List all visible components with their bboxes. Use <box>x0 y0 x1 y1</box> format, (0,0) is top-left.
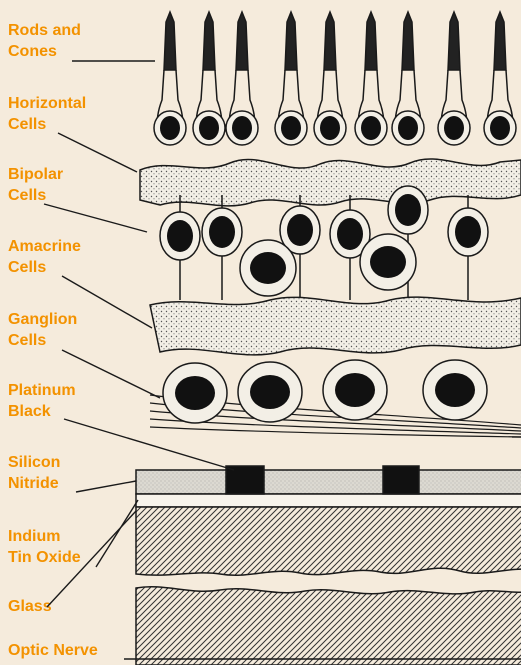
leader-ganglion <box>62 350 160 398</box>
ganglion-nucleus <box>435 373 475 407</box>
photoreceptor-nucleus <box>160 116 180 140</box>
photoreceptor-outer-segment <box>164 12 176 70</box>
platinum-black-electrode <box>383 466 419 494</box>
ito-layer <box>136 494 521 507</box>
photoreceptor-outer-segment <box>324 12 336 70</box>
photoreceptor-nucleus <box>398 116 418 140</box>
bipolar-nucleus <box>337 218 363 250</box>
ganglion-nucleus <box>175 376 215 410</box>
silicon-nitride-layer <box>136 470 521 494</box>
bipolar-nucleus <box>167 220 193 252</box>
photoreceptor-outer-segment <box>402 12 414 70</box>
leader-platinum <box>64 419 234 470</box>
photoreceptor-nucleus <box>444 116 464 140</box>
amacrine-nucleus <box>370 246 406 278</box>
leader-horizontal <box>58 133 137 172</box>
leader-silicon <box>76 481 136 492</box>
photoreceptor-outer-segment <box>494 12 506 70</box>
platinum-black-electrode <box>226 466 264 494</box>
inner-plexiform-layer <box>150 297 521 355</box>
photoreceptor-outer-segment <box>236 12 248 70</box>
photoreceptor-outer-segment <box>203 12 215 70</box>
leader-amacrine <box>62 276 152 328</box>
photoreceptor-nucleus <box>490 116 510 140</box>
leader-glass <box>47 511 136 607</box>
photoreceptor-nucleus <box>320 116 340 140</box>
photoreceptor-nucleus <box>281 116 301 140</box>
glass-upper-layer <box>136 507 521 575</box>
photoreceptor-outer-segment <box>448 12 460 70</box>
horizontal-cell-plexus <box>140 159 521 206</box>
leader-ito <box>96 500 138 567</box>
ganglion-nucleus <box>250 375 290 409</box>
leader-bipolar <box>44 204 147 232</box>
photoreceptor-outer-segment <box>285 12 297 70</box>
photoreceptor-nucleus <box>361 116 381 140</box>
photoreceptor-outer-segment <box>365 12 377 70</box>
bipolar-nucleus <box>455 216 481 248</box>
photoreceptor-nucleus <box>199 116 219 140</box>
glass-lower-layer <box>136 587 521 665</box>
bipolar-nucleus <box>209 216 235 248</box>
ganglion-nucleus <box>335 373 375 407</box>
amacrine-nucleus <box>250 252 286 284</box>
bipolar-nucleus <box>287 214 313 246</box>
bipolar-nucleus <box>395 194 421 226</box>
photoreceptor-nucleus <box>232 116 252 140</box>
